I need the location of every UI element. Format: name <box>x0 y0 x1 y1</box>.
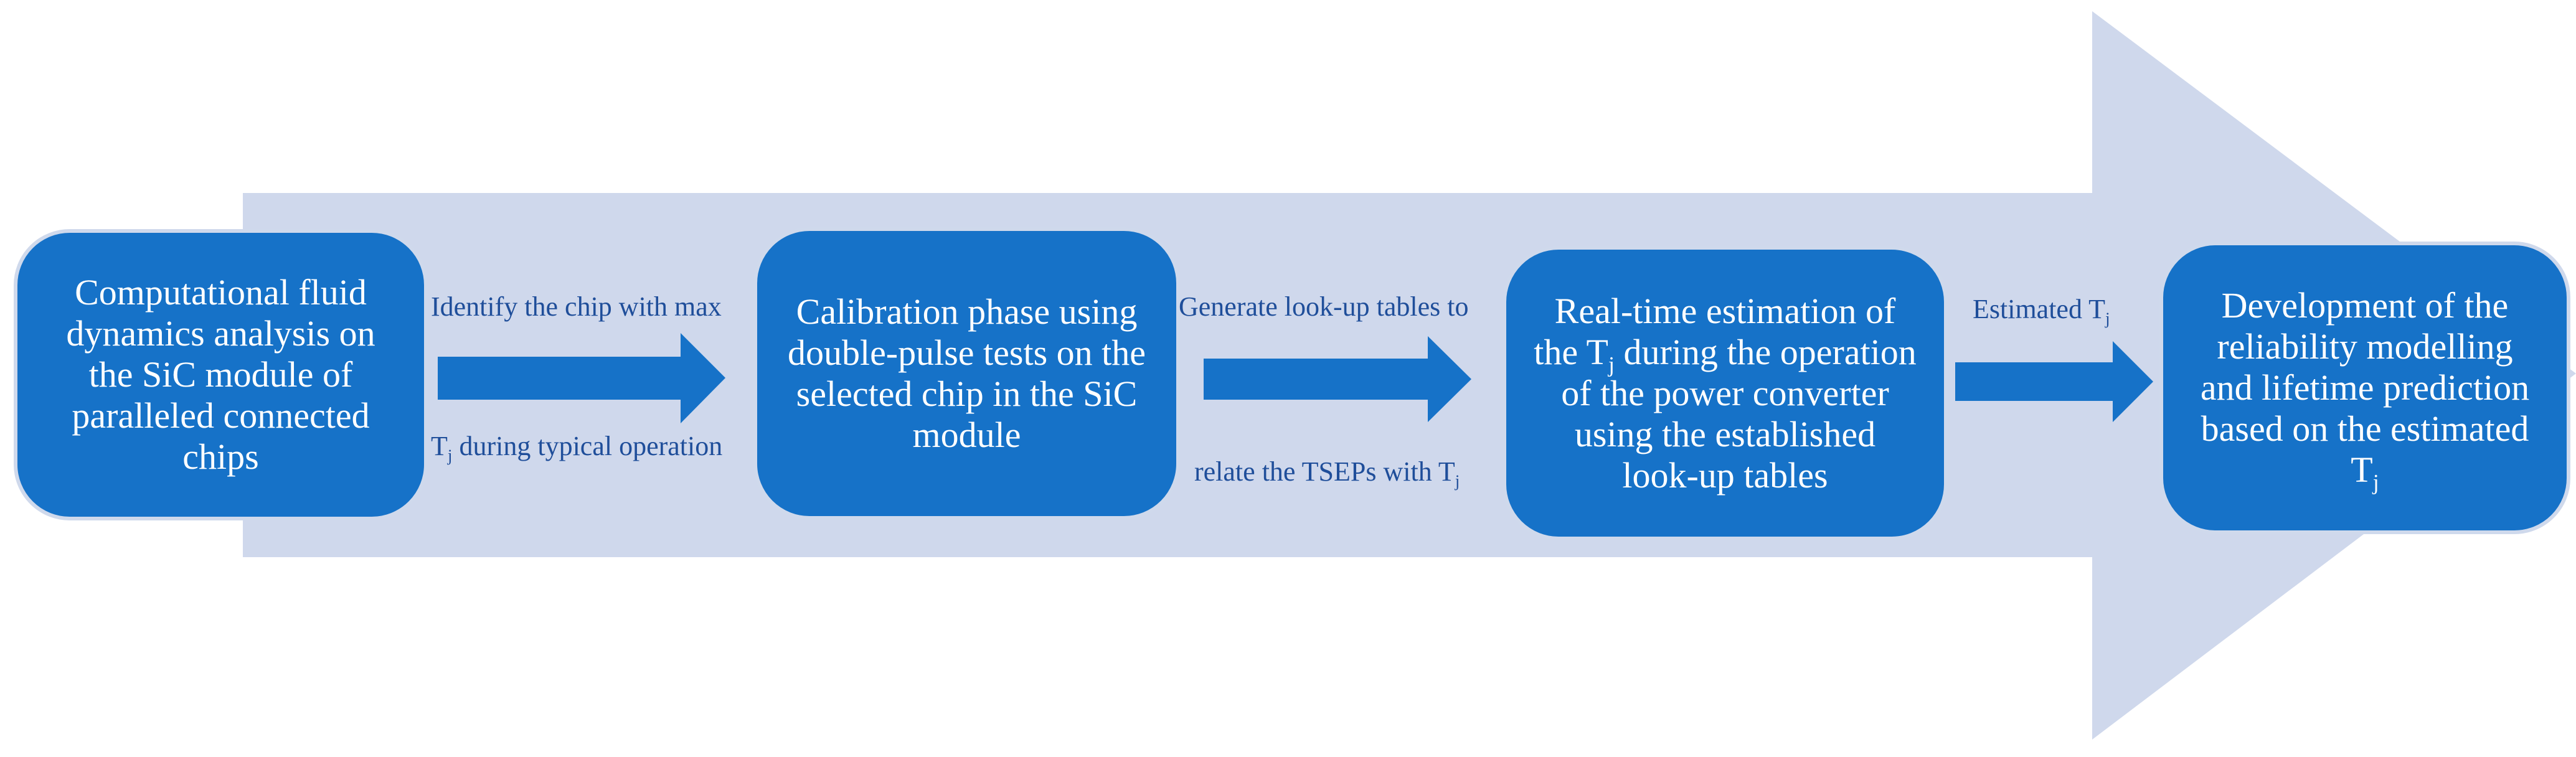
step-box-real-time-estimation: Real-time estimation of the Tj during th… <box>1503 246 1948 540</box>
step-box-calibration-phase: Calibration phase using double-pulse tes… <box>753 227 1180 520</box>
connector-1-top-label: Identify the chip with max <box>431 291 722 322</box>
connector-1-bottom-label: Tj during typical operation <box>431 431 723 465</box>
step-box-calibration-phase-text: Calibration phase using double-pulse tes… <box>787 291 1146 455</box>
connector-1-arrow <box>438 333 725 423</box>
step-box-reliability-lifetime-text: Development of the reliability modelling… <box>2200 285 2530 495</box>
step-box-real-time-estimation-text: Real-time estimation of the Tj during th… <box>1534 290 1917 496</box>
connector-2-arrow <box>1204 336 1471 422</box>
connector-3-top-label: Estimated Tj <box>1973 294 2110 328</box>
connector-3-arrow <box>1955 341 2153 422</box>
step-box-cfd-analysis-text: Computational fluid dynamics analysis on… <box>66 272 375 477</box>
connector-2-top-label: Generate look-up tables to <box>1179 291 1469 322</box>
step-box-cfd-analysis: Computational fluid dynamics analysis on… <box>14 229 428 520</box>
step-box-reliability-lifetime: Development of the reliability modelling… <box>2159 242 2570 534</box>
connector-2-bottom-label: relate the TSEPs with Tj <box>1194 456 1460 491</box>
